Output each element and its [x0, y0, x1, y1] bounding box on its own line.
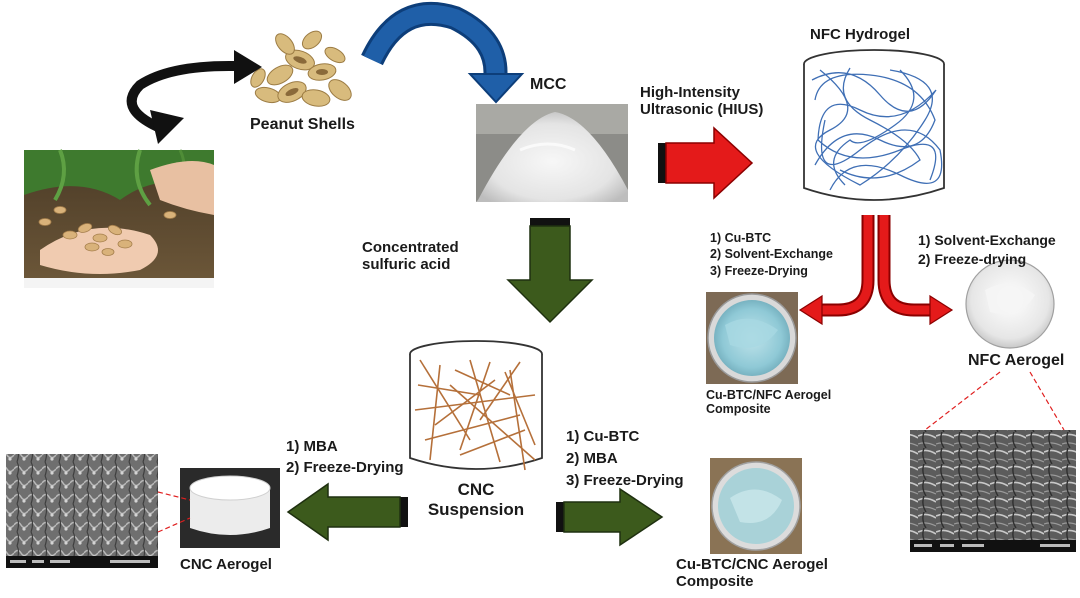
cnc-aerogel-label: CNC Aerogel	[180, 556, 272, 573]
field-shells-double-arrow	[126, 50, 262, 144]
peanut-field-photo	[24, 149, 214, 288]
cubtc-cnc-composite-image	[710, 458, 802, 554]
cnc-aerogel-step-2: 2) Freeze-Drying	[286, 459, 404, 476]
cnc-aerogel-step-1: 1) MBA	[286, 438, 338, 455]
nfc-aerogel-image	[965, 259, 1055, 349]
cubtc-cnc-label-line2: Composite	[676, 573, 754, 591]
cnc-aerogel-sem-image	[6, 454, 158, 568]
mcc-to-hydrogel-arrow	[658, 126, 754, 200]
cnc-composite-steps: 1) Cu-BTC 2) MBA 3) Freeze-Drying	[566, 426, 684, 491]
cnc-to-aerogel-arrow	[286, 482, 408, 542]
cnc-suspension-label: CNC Suspension	[422, 480, 530, 519]
mcc-label: MCC	[530, 76, 567, 93]
cubtc-cnc-label: Cu-BTC/CNC Aerogel Composite	[676, 556, 828, 591]
cnc-suspension-cylinder	[409, 340, 543, 471]
cnc-aerogel-steps: 1) MBA 2) Freeze-Drying	[286, 436, 404, 478]
cubtc-cnc-label-line1: Cu-BTC/CNC Aerogel	[676, 556, 828, 573]
peanut-shells-label: Peanut Shells	[250, 116, 355, 133]
cnc-composite-step-3: 3) Freeze-Drying	[566, 471, 684, 489]
acid-label: Concentrated sulfuric acid	[362, 239, 459, 274]
hius-label: High-Intensity Ultrasonic (HIUS)	[640, 84, 763, 119]
nfc-aerogel-steps: 1) Solvent-Exchange 2) Freeze-drying	[918, 231, 1056, 269]
cnc-to-composite-arrow	[556, 487, 664, 547]
hius-label-line1: High-Intensity	[640, 84, 740, 101]
nfc-composite-step-2: 2) Solvent-Exchange	[710, 247, 833, 262]
cnc-aerogel-image	[180, 468, 280, 548]
cubtc-nfc-label-line1: Cu-BTC/NFC Aerogel	[706, 388, 832, 402]
mcc-powder-image	[476, 104, 628, 202]
cnc-sem-connector-lines	[157, 491, 191, 533]
nfc-sem-connector-lines	[924, 371, 1065, 431]
cubtc-nfc-label-line2: Composite	[706, 402, 771, 417]
peanut-shells-image	[250, 30, 352, 107]
cubtc-nfc-composite-image	[706, 292, 798, 384]
acid-label-line1: Concentrated	[362, 239, 459, 256]
shells-to-mcc-arrow	[361, 1, 525, 104]
nfc-hydrogel-label: NFC Hydrogel	[810, 26, 911, 43]
hius-label-line2: Ultrasonic (HIUS)	[640, 101, 764, 119]
cnc-composite-step-2: 2) MBA	[566, 449, 618, 467]
nfc-composite-step-1: 1) Cu-BTC	[710, 231, 772, 245]
nfc-aerogel-label: NFC Aerogel	[968, 352, 1065, 369]
mcc-to-cnc-arrow	[506, 218, 594, 324]
nfc-aerogel-step-1: 1) Solvent-Exchange	[918, 232, 1056, 248]
nfc-aerogel-sem-image	[910, 430, 1076, 552]
nfc-composite-step-3: 3) Freeze-Drying	[710, 263, 808, 278]
acid-label-line2: sulfuric acid	[362, 256, 451, 274]
nfc-hydrogel-cylinder	[803, 49, 945, 201]
cnc-suspension-label-line2: Suspension	[427, 499, 525, 519]
hydrogel-split-arrow	[798, 215, 954, 326]
cnc-composite-step-1: 1) Cu-BTC	[566, 428, 640, 445]
cubtc-nfc-label: Cu-BTC/NFC Aerogel Composite	[706, 388, 831, 417]
cnc-suspension-label-line1: CNC	[457, 480, 495, 499]
nfc-aerogel-step-2: 2) Freeze-drying	[918, 250, 1027, 267]
nfc-composite-steps: 1) Cu-BTC 2) Solvent-Exchange 3) Freeze-…	[710, 230, 833, 279]
